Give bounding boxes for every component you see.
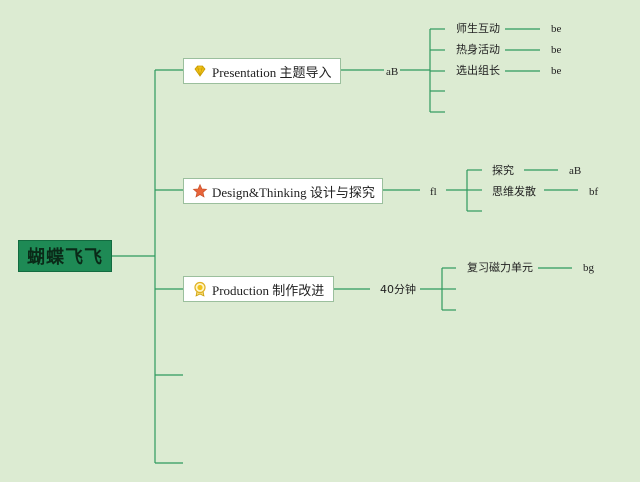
topic-production-label: Production 制作改进 <box>212 282 325 298</box>
root-topic-label: 蝴蝶飞飞 <box>27 247 103 268</box>
topic-design-thinking[interactable]: Design&Thinking 设计与探究 <box>183 178 383 204</box>
subtopic-label[interactable]: 热身活动 <box>456 43 500 56</box>
subtopic-label[interactable]: 复习磁力单元 <box>467 261 533 274</box>
topic-production[interactable]: Production 制作改进 <box>183 276 334 302</box>
subtopic-label[interactable]: 探究 <box>492 164 514 177</box>
subtopic-label[interactable]: 选出组长 <box>456 64 500 77</box>
subtopic-note: bf <box>589 186 599 198</box>
gem-icon <box>192 63 208 79</box>
subtopic-note: be <box>551 23 562 35</box>
star-icon <box>192 183 208 199</box>
topic-presentation[interactable]: Presentation 主题导入 <box>183 58 341 84</box>
subtopic-label[interactable]: 师生互动 <box>456 22 500 35</box>
medal-icon <box>192 281 208 297</box>
topic-presentation-label: Presentation 主题导入 <box>212 64 332 80</box>
subtopic-note: bg <box>583 262 594 274</box>
topic-presentation-note: aB <box>386 66 399 78</box>
topic-production-note: 40分钟 <box>380 283 416 296</box>
subtopic-note: aB <box>569 165 582 177</box>
subtopic-label[interactable]: 思维发散 <box>492 185 536 198</box>
root-topic[interactable]: 蝴蝶飞飞 <box>18 240 112 272</box>
subtopic-note: be <box>551 65 562 77</box>
subtopic-note: be <box>551 44 562 56</box>
topic-design-thinking-label: Design&Thinking 设计与探究 <box>212 184 375 200</box>
topic-design-thinking-note: fl <box>430 186 437 198</box>
